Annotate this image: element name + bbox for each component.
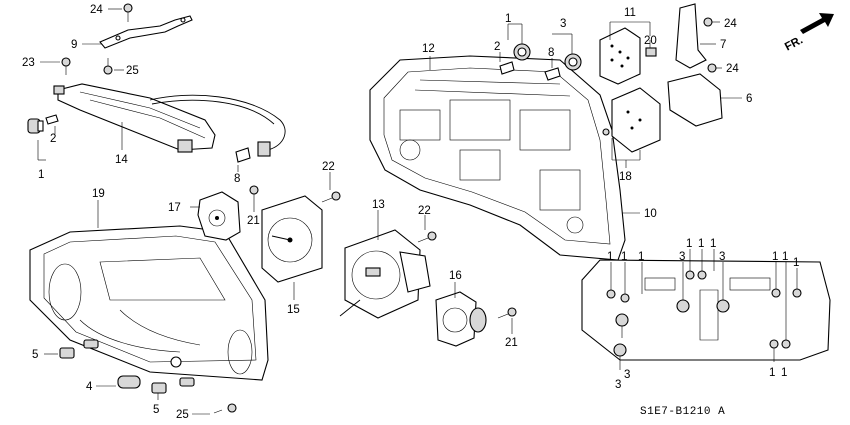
part-label-11: 11 [624,7,636,19]
part-label-22: 22 [418,205,431,217]
part-label-25: 25 [126,65,139,77]
wire-harness-part [53,83,286,163]
part-label-1: 1 [793,257,799,269]
part-label-14: 14 [115,154,128,166]
part-label-1: 1 [769,367,775,379]
part-label-1: 1 [607,251,613,263]
part-label-1: 1 [710,238,716,250]
part-label-7: 7 [720,39,726,51]
part-label-1: 1 [638,251,644,263]
front-direction-label: FR. [783,34,805,53]
bracket-part [99,15,193,49]
gauge-assembly-part [197,191,487,347]
part-label-3: 3 [560,18,566,30]
part-label-1: 1 [686,238,692,250]
part-label-12: 12 [422,43,435,55]
part-label-16: 16 [449,270,462,282]
diagram-code: S1E7-B1210 A [640,406,725,418]
bulb-socket-part [499,43,582,81]
screw-part [703,17,722,73]
part-label-24: 24 [90,4,103,16]
part-label-21: 21 [505,337,518,349]
part-label-5: 5 [153,404,159,416]
part-label-10: 10 [644,208,657,220]
part-label-23: 23 [22,57,35,69]
part-label-2: 2 [50,133,56,145]
part-label-5: 5 [32,349,38,361]
part-label-3: 3 [624,369,630,381]
printed-circuit-case-part [369,55,626,261]
part-label-13: 13 [372,199,385,211]
front-direction-arrow: FR. [783,13,834,54]
screw-part [61,3,133,75]
part-label-2: 2 [494,41,500,53]
part-label-1: 1 [781,367,787,379]
part-label-22: 22 [322,161,335,173]
part-label-8: 8 [234,173,240,185]
meter-panel-part [581,259,831,361]
part-label-9: 9 [71,39,77,51]
part-label-17: 17 [168,202,181,214]
part-label-3: 3 [615,379,621,391]
part-label-21: 21 [247,215,260,227]
bulb-socket-part [27,114,59,134]
part-label-8: 8 [548,47,554,59]
part-label-1: 1 [621,251,627,263]
part-label-1: 1 [505,13,511,25]
leader-lines [37,8,798,415]
part-label-3: 3 [679,251,685,263]
part-label-1: 1 [38,169,44,181]
part-label-18: 18 [619,171,632,183]
part-label-24: 24 [724,18,737,30]
part-label-1: 1 [772,251,778,263]
part-label-15: 15 [287,304,300,316]
part-label-19: 19 [92,188,105,200]
filter-part [59,347,237,414]
circuit-board-part [599,3,723,153]
meter-case-part [29,225,269,387]
screw-part [249,185,517,319]
part-label-24: 24 [726,63,739,75]
part-label-3: 3 [719,251,725,263]
part-labels: 24 9 23 25 2 1 14 8 21 17 19 22 13 22 15… [22,4,799,421]
part-label-20: 20 [644,35,657,47]
part-label-4: 4 [86,381,93,393]
part-label-6: 6 [746,93,752,105]
part-label-1: 1 [698,238,704,250]
part-label-25: 25 [176,409,189,421]
part-label-1: 1 [782,251,788,263]
